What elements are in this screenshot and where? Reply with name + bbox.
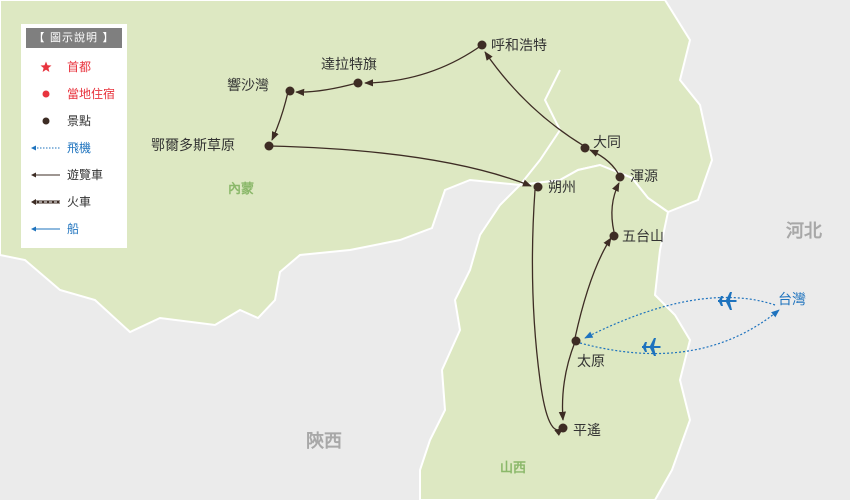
- legend-label: 船: [67, 222, 80, 236]
- place-label-hunyuan: 渾源: [630, 169, 658, 185]
- legend-label: 飛機: [67, 141, 92, 155]
- dotted-arrow-icon: [31, 139, 61, 157]
- route-ordos-shuozhou: [268, 145, 532, 187]
- route-pingyao-shuozhou: [531, 189, 564, 436]
- place-label-shuozhou: 朔州: [548, 180, 576, 196]
- place-dot-dalad: [353, 78, 363, 88]
- route-datong-hohhot: [484, 51, 585, 147]
- route-dalad-xiangshawan: [295, 82, 358, 96]
- place-dot-xiangshawan: [285, 86, 295, 96]
- place-dots: [264, 40, 625, 433]
- legend-item-train: 火車: [31, 193, 91, 211]
- legend-label: 景點: [67, 114, 92, 128]
- route-taiyuan-wutaishan: [574, 237, 612, 339]
- legend-title: 【 圖示說明 】: [26, 28, 122, 48]
- plane-icon: [718, 292, 737, 310]
- region-label-shanxi: 山西: [500, 460, 526, 476]
- star-icon: [31, 58, 61, 76]
- place-label-datong: 大同: [593, 135, 621, 151]
- legend-label: 遊覽車: [67, 168, 104, 182]
- route-hohhot-dalad: [364, 44, 483, 87]
- place-label-hohhot: 呼和浩特: [491, 38, 547, 54]
- dashed-arrow-icon: [31, 193, 61, 211]
- place-dot-datong: [580, 143, 590, 153]
- region-label-shaanxi: 陝西: [306, 431, 342, 452]
- place-label-ordos: 鄂爾多斯草原: [151, 137, 235, 154]
- legend-item-attraction: 景點: [31, 112, 91, 130]
- flight-routes: [579, 296, 780, 355]
- place-label-dalad: 達拉特旗: [321, 57, 377, 73]
- legend-item-accommodation: 當地住宿: [31, 85, 115, 103]
- legend-item-plane: 飛機: [31, 139, 91, 157]
- bus-routes: [268, 44, 621, 436]
- red-dot-icon: [31, 85, 61, 103]
- legend-item-boat: 船: [31, 220, 79, 238]
- place-dot-shuozhou: [533, 182, 543, 192]
- legend-label: 當地住宿: [67, 87, 116, 101]
- place-dot-pingyao: [558, 423, 568, 433]
- place-dot-ordos: [264, 141, 274, 151]
- blue-arrow-icon: [31, 220, 61, 238]
- route-taiyuan-pingyao: [558, 341, 576, 421]
- flight-taiyuan-taiwan: [579, 309, 780, 355]
- place-dot-hohhot: [477, 40, 487, 50]
- plane-icon: [642, 338, 661, 356]
- place-dot-wutaishan: [609, 231, 619, 241]
- route-wutaishan-hunyuan: [611, 182, 620, 233]
- place-dot-taiyuan: [571, 336, 581, 346]
- region-label-inner-mongolia: 內蒙: [228, 181, 254, 197]
- shanxi-region: [419, 163, 692, 500]
- legend-label: 火車: [67, 195, 92, 209]
- inner-mongolia-region: [0, 0, 714, 334]
- place-label-pingyao: 平遙: [573, 423, 601, 439]
- legend-label: 首都: [67, 60, 92, 74]
- dark-dot-icon: [31, 112, 61, 130]
- legend: 【 圖示說明 】 首都 當地住宿 景點 飛機 遊覽車 火車: [21, 24, 127, 248]
- place-label-taiyuan: 太原: [577, 354, 605, 370]
- place-label-taiwan: 台灣: [778, 292, 806, 308]
- legend-item-bus: 遊覽車: [31, 166, 103, 184]
- place-dot-hunyuan: [615, 172, 625, 182]
- flight-taiwan-taiyuan: [584, 296, 776, 339]
- route-xiangshawan-ordos: [271, 91, 289, 141]
- place-label-wutaishan: 五台山: [622, 229, 664, 245]
- legend-item-capital: 首都: [31, 58, 91, 76]
- place-label-xiangshawan: 響沙灣: [227, 77, 269, 94]
- region-label-hebei: 河北: [786, 221, 822, 242]
- solid-arrow-icon: [31, 166, 61, 184]
